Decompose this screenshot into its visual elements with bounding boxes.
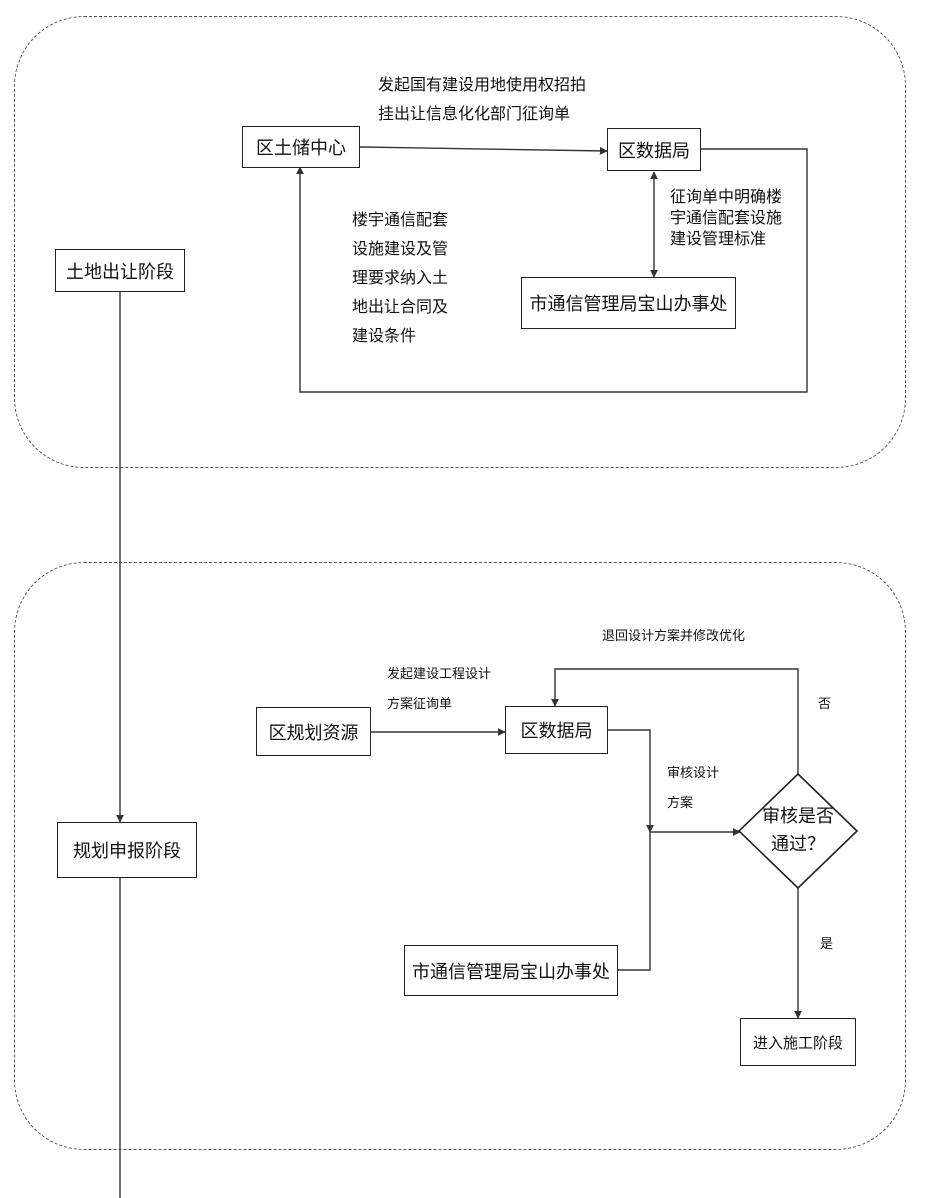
node-land-reserve-center: 区土储中心 (242, 126, 360, 168)
node-land-reserve-center-label: 区土储中心 (256, 138, 346, 159)
node-data-bureau-1: 区数据局 (607, 128, 701, 171)
connector-decision-no-loop (551, 668, 799, 774)
node-telecom-office-1: 市通信管理局宝山办事处 (521, 277, 736, 329)
label-standard: 征询单中明确楼 宇通信配套设施 建设管理标准 (670, 187, 783, 248)
stage-land-transfer-label: 土地出让阶段 (66, 261, 174, 283)
label-inquiry: 发起国有建设用地使用权招拍 挂出让信息化化部门征询单 (378, 75, 587, 123)
node-data-bureau-1-label: 区数据局 (618, 140, 690, 162)
stage-land-transfer: 土地出让阶段 (55, 249, 185, 292)
label-design-inquiry: 发起建设工程设计 方案征询单 (387, 667, 492, 712)
node-telecom-office-2-label: 市通信管理局宝山办事处 (412, 961, 610, 983)
connector-loop-to-center (296, 148, 808, 393)
node-data-bureau-2: 区数据局 (505, 706, 608, 754)
label-return-design: 退回设计方案并修改优化 (602, 629, 746, 644)
label-review-design: 审核设计 方案 (667, 766, 720, 811)
node-planning-resources: 区规划资源 (256, 707, 371, 756)
label-no: 否 (818, 697, 832, 712)
label-yes: 是 (820, 937, 834, 952)
stage-planning-label: 规划申报阶段 (73, 841, 181, 862)
decision-text: 审核是否 通过？ (762, 806, 834, 855)
node-construction-stage: 进入施工阶段 (740, 1018, 856, 1066)
connector-telecom-to-review (618, 828, 741, 971)
stage-land-transfer-region (14, 16, 906, 468)
node-telecom-office-2: 市通信管理局宝山办事处 (404, 945, 618, 996)
connector-center-to-bureau (359, 146, 608, 155)
node-data-bureau-2-label: 区数据局 (520, 721, 593, 742)
stage-planning-region (14, 562, 906, 1150)
node-telecom-office-1-label: 市通信管理局宝山办事处 (529, 294, 728, 315)
connector-bureau-to-review (608, 729, 654, 833)
node-construction-stage-label: 进入施工阶段 (752, 1033, 843, 1052)
node-planning-resources-label: 区规划资源 (268, 722, 359, 744)
stage-planning: 规划申报阶段 (57, 822, 197, 878)
decision-diamond (737, 772, 859, 890)
label-contract: 楼宇通信配套 设施建设及管 理要求纳入土 地出让合同及 建设条件 (352, 210, 449, 345)
